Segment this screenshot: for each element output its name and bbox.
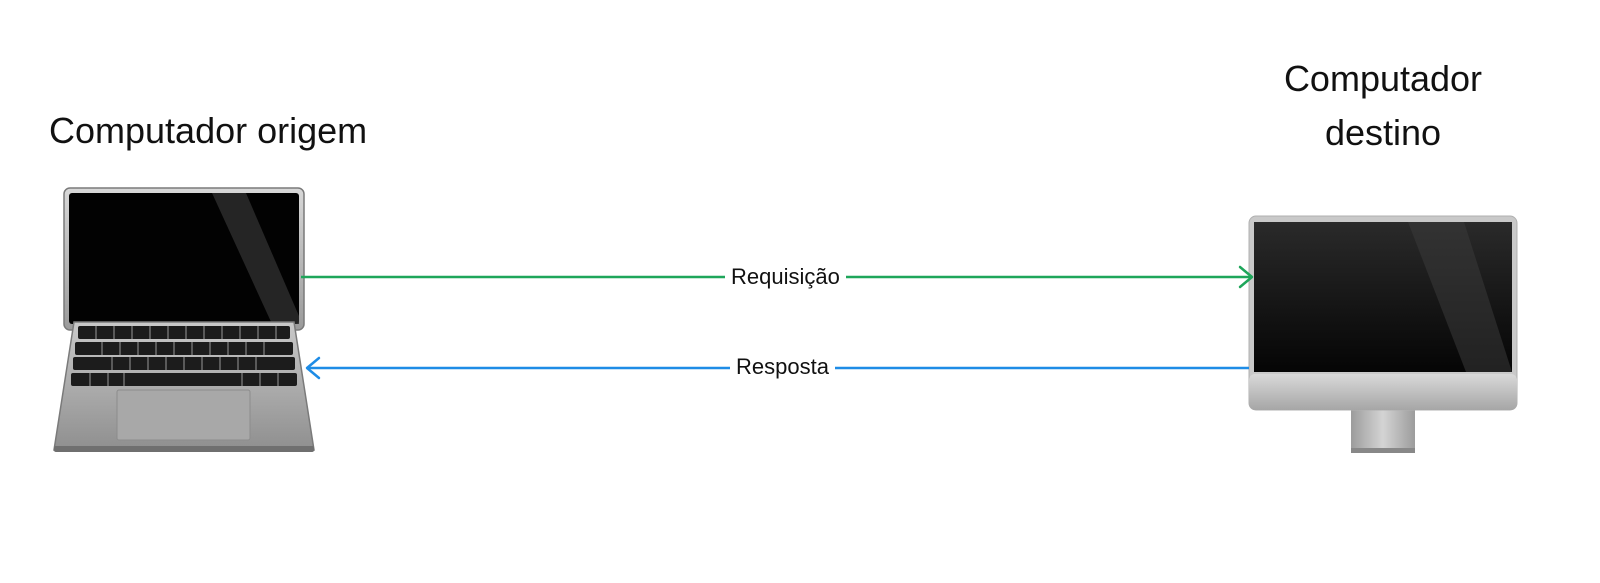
destination-computer-title: Computador destino [1268,52,1498,160]
response-label: Resposta [730,353,835,381]
request-label: Requisição [725,263,846,291]
source-computer-title: Computador origem [49,110,368,151]
destination-title-line2: destino [1324,112,1442,153]
laptop-icon [53,187,315,452]
destination-title-line1: Computador [1283,58,1483,99]
desktop-monitor-icon [1248,215,1518,453]
